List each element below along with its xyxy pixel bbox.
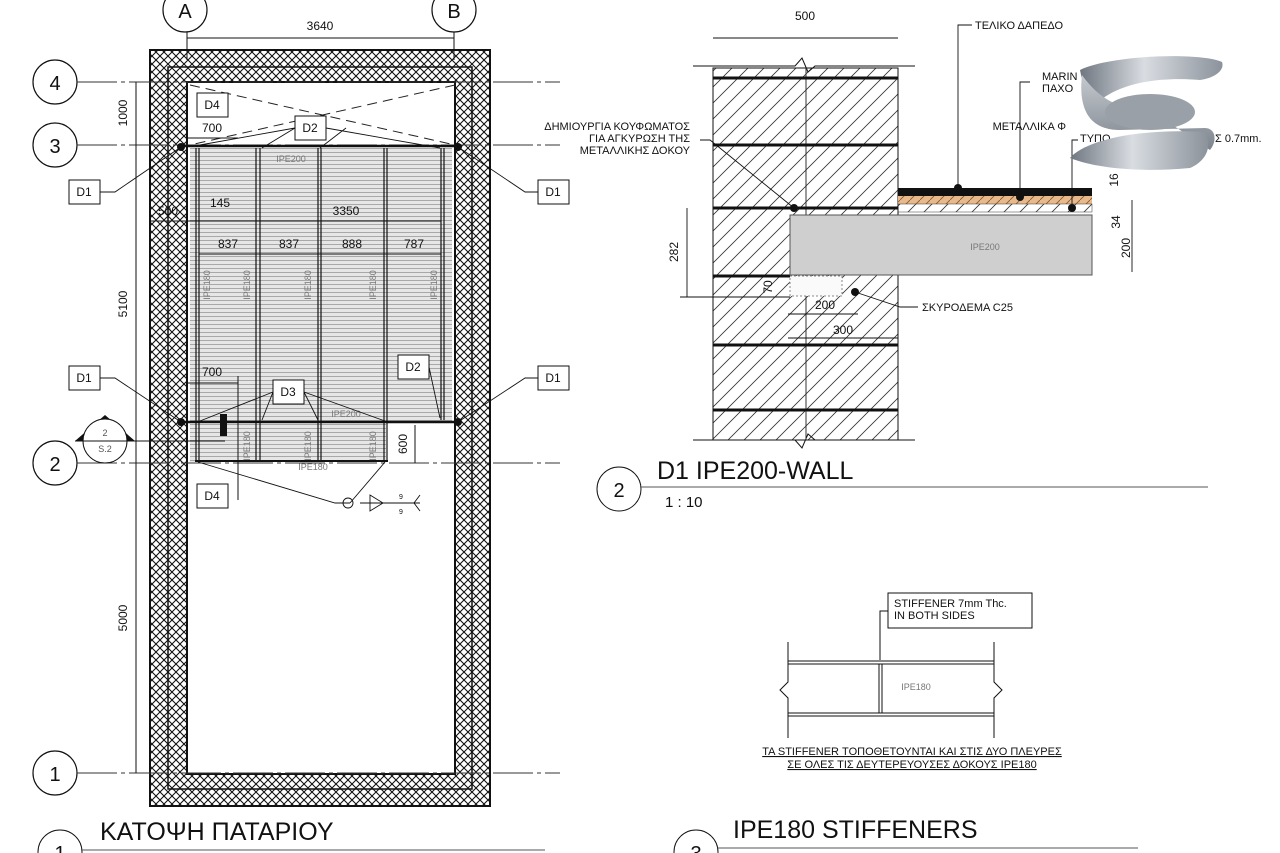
note-final-floor: ΤΕΛΙΚΟ ΔΑΠΕΔΟ: [975, 20, 1064, 32]
tag-d3: D3: [280, 385, 296, 399]
note-metal: ΜΕΤΑΛΛΙΚΑ Φ: [993, 121, 1067, 133]
note-recess: ΜΕΤΑΛΛΙΚΗΣ ΔΟΚΟΥ: [580, 145, 691, 157]
note-recess: ΓΙΑ ΑΓΚΥΡΩΣΗ ΤΗΣ: [589, 133, 690, 145]
dim-3350: 3350: [333, 204, 360, 218]
dim-row-4-3: 1000: [116, 99, 130, 126]
grid-label: B: [447, 1, 460, 23]
dim-200b: 200: [1119, 238, 1133, 258]
weld-size: 9: [399, 509, 403, 516]
grid-col-b: B: [431, 0, 477, 60]
beam-label: IPE180: [242, 431, 252, 461]
beam-label: IPE180: [298, 462, 328, 472]
detail-d1: 500 IPE200 282 70 200 300 16 34 200 ΤΕ: [544, 9, 1262, 512]
tag-d2: D2: [302, 121, 318, 135]
beam-label: IPE200: [970, 242, 1000, 252]
tag-d1: D1: [545, 185, 561, 199]
tag-d2: D2: [405, 360, 421, 374]
dim-row-2-1: 5000: [116, 604, 130, 631]
dim-overall-width: 3640: [307, 19, 334, 33]
tag-d1: D1: [545, 371, 561, 385]
grid-label: 3: [49, 136, 60, 158]
dim-700-bottom: 700: [202, 365, 222, 379]
dim-300: 300: [833, 323, 853, 337]
view-number: 1: [54, 843, 65, 853]
weld-size: 9: [399, 494, 403, 501]
section-marker: 2 S.2: [75, 415, 225, 464]
spiral-logo-overlay: [1070, 56, 1223, 170]
note-marine: ΠΑΧΟ: [1042, 83, 1074, 95]
grid-label: 1: [49, 764, 60, 786]
stiffeners-title: IPE180 STIFFENERS: [733, 816, 978, 844]
view-number: 2: [613, 480, 624, 502]
note-marine: MARIN: [1042, 71, 1078, 83]
view-number: 3: [690, 843, 701, 853]
dim-500: 500: [158, 204, 178, 218]
beam-label: IPE180: [202, 270, 212, 300]
scale-label: 1 : 10: [665, 494, 703, 511]
dim-span: 837: [279, 237, 299, 251]
dim-row-3-2: 5100: [116, 290, 130, 317]
dim-282: 282: [667, 242, 681, 262]
note-concrete: ΣΚΥΡΟΔΕΜΑ C25: [922, 302, 1013, 314]
tag-d4: D4: [204, 489, 220, 503]
callout-stiffener: STIFFENER 7mm Thc.: [894, 598, 1007, 610]
stiffener-note: ΣΕ ΟΛΕΣ ΤΙΣ ΔΕΥΤΕΡΕΥΟΥΣΕΣ ΔΟΚΟΥΣ IPE180: [787, 759, 1036, 771]
beam-label: IPE180: [901, 682, 931, 692]
concrete-pad: [789, 275, 843, 297]
beam-label: IPE180: [303, 431, 313, 461]
tag-d4: D4: [204, 98, 220, 112]
ipe200-beam: [789, 214, 1093, 276]
grid-label: 4: [49, 73, 60, 95]
beam-label: IPE180: [303, 270, 313, 300]
callout-stiffener: IN BOTH SIDES: [894, 610, 975, 622]
plan-title: ΚΑΤΟΨΗ ΠΑΤΑΡΙΟΥ: [100, 818, 334, 846]
beam-label: IPE200: [331, 409, 361, 419]
dim-70: 70: [761, 280, 775, 294]
detail-d1-title: D1 IPE200-WALL: [657, 457, 853, 485]
dim-34: 34: [1109, 215, 1123, 229]
tag-d1: D1: [76, 185, 92, 199]
note-recess: ΔΗΜΙΟΥΡΓΙΑ ΚΟΥΦΩΜΑΤΟΣ: [544, 121, 690, 133]
beam-label: IPE180: [242, 270, 252, 300]
dim-span: 837: [218, 237, 238, 251]
section-number: 2: [102, 428, 107, 438]
stiffener-note: ΤΑ STIFFENER ΤΟΠΟΘΕΤΟΥΝΤΑΙ ΚΑΙ ΣΤΙΣ ΔΥΟ …: [762, 746, 1062, 758]
grid-label: A: [178, 1, 192, 23]
beam-label: IPE200: [276, 154, 306, 164]
section-sheet: S.2: [98, 444, 112, 454]
grid-col-a: A: [162, 0, 208, 60]
beam-label: IPE180: [368, 431, 378, 461]
beam-label: IPE180: [429, 270, 439, 300]
dim-wall: 500: [795, 9, 815, 23]
dim-span: 787: [404, 237, 424, 251]
beam-label: IPE180: [368, 270, 378, 300]
dim-145: 145: [210, 196, 230, 210]
dim-200: 200: [815, 298, 835, 312]
note-metal: Σ 0.7mm.: [1215, 133, 1262, 145]
dim-600: 600: [396, 434, 410, 454]
detail-stiffeners: STIFFENER 7mm Thc. IN BOTH SIDES IPE180 …: [673, 592, 1138, 853]
dim-span: 888: [342, 237, 362, 251]
dim-700-top: 700: [202, 121, 222, 135]
dim-16: 16: [1107, 173, 1121, 187]
tag-d1: D1: [76, 371, 92, 385]
floor-plan: A B 3640 4 3 2 1 1000 5100 5000: [32, 0, 570, 853]
grid-label: 2: [49, 454, 60, 476]
